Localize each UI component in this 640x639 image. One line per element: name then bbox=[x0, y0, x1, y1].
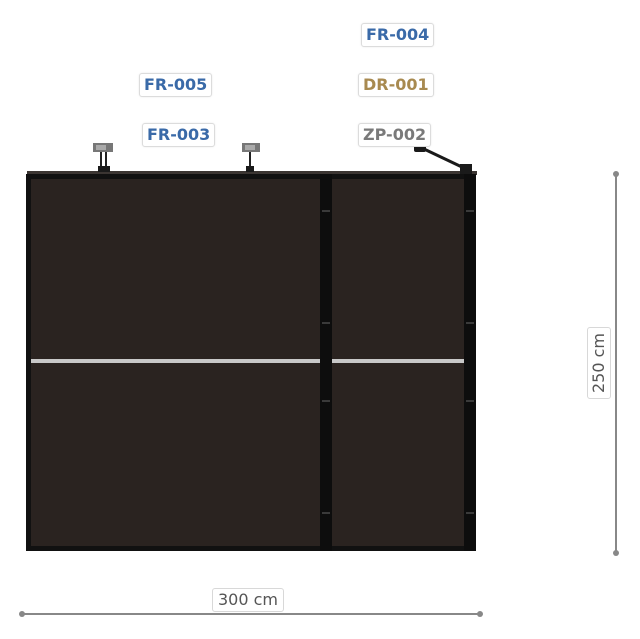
tag-dr-001: DR-001 bbox=[358, 73, 434, 97]
top-cap bbox=[27, 171, 477, 175]
right-rail bbox=[332, 359, 464, 363]
tag-zp-002: ZP-002 bbox=[358, 123, 432, 147]
mullion-hinges bbox=[322, 210, 330, 514]
post-hinges bbox=[466, 210, 474, 514]
tag-fr-005: FR-005 bbox=[139, 73, 213, 97]
height-dimension-label: 250 cm bbox=[587, 326, 612, 400]
left-rail bbox=[31, 359, 320, 363]
door-closer-arm bbox=[414, 145, 472, 174]
tag-fr-004: FR-004 bbox=[361, 23, 435, 47]
height-dimension bbox=[613, 171, 619, 556]
tag-fr-003: FR-003 bbox=[142, 123, 216, 147]
spotlight-fixture-center bbox=[242, 143, 260, 172]
center-mullion bbox=[320, 174, 332, 551]
right-post bbox=[464, 174, 476, 551]
spotlight-fixture-left bbox=[93, 143, 113, 172]
width-dimension-label: 300 cm bbox=[212, 588, 285, 612]
width-dimension bbox=[19, 611, 483, 617]
